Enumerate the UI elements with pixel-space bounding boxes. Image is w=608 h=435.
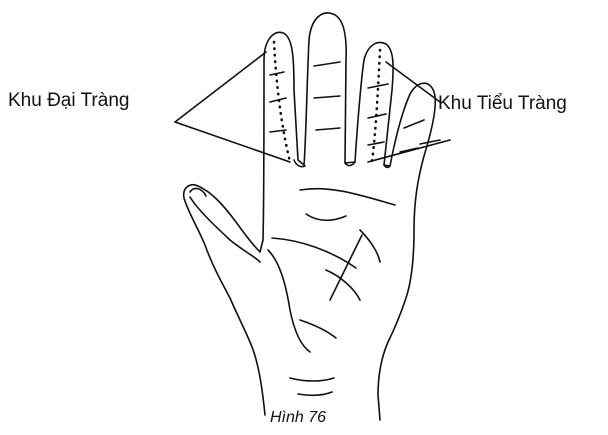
knuckle-crease xyxy=(314,62,340,130)
palm-line-heart xyxy=(300,189,395,205)
palm-line-head xyxy=(272,238,356,268)
knuckle-crease xyxy=(368,84,388,145)
dots-small-intestine-zone xyxy=(372,50,380,162)
label-large-intestine-zone: Khu Đại Tràng xyxy=(8,90,129,112)
label-small-intestine-zone: Khu Tiểu Tràng xyxy=(438,93,567,115)
wrist-line-1 xyxy=(290,378,334,381)
palm-crease-d xyxy=(360,230,380,262)
palm-line-fate xyxy=(330,235,362,300)
pointer-right-upper xyxy=(386,62,440,102)
palm-crease-a xyxy=(306,214,346,220)
palm-crease-c xyxy=(300,320,336,338)
dots-large-intestine-zone xyxy=(274,42,290,162)
wrist-line-2 xyxy=(298,392,332,395)
pointer-left-upper xyxy=(175,52,266,122)
pointer-left-lower xyxy=(175,122,290,162)
thumb-crease xyxy=(190,197,260,262)
figure-caption: Hình 76 xyxy=(270,409,326,427)
palm-line-life xyxy=(268,250,310,352)
